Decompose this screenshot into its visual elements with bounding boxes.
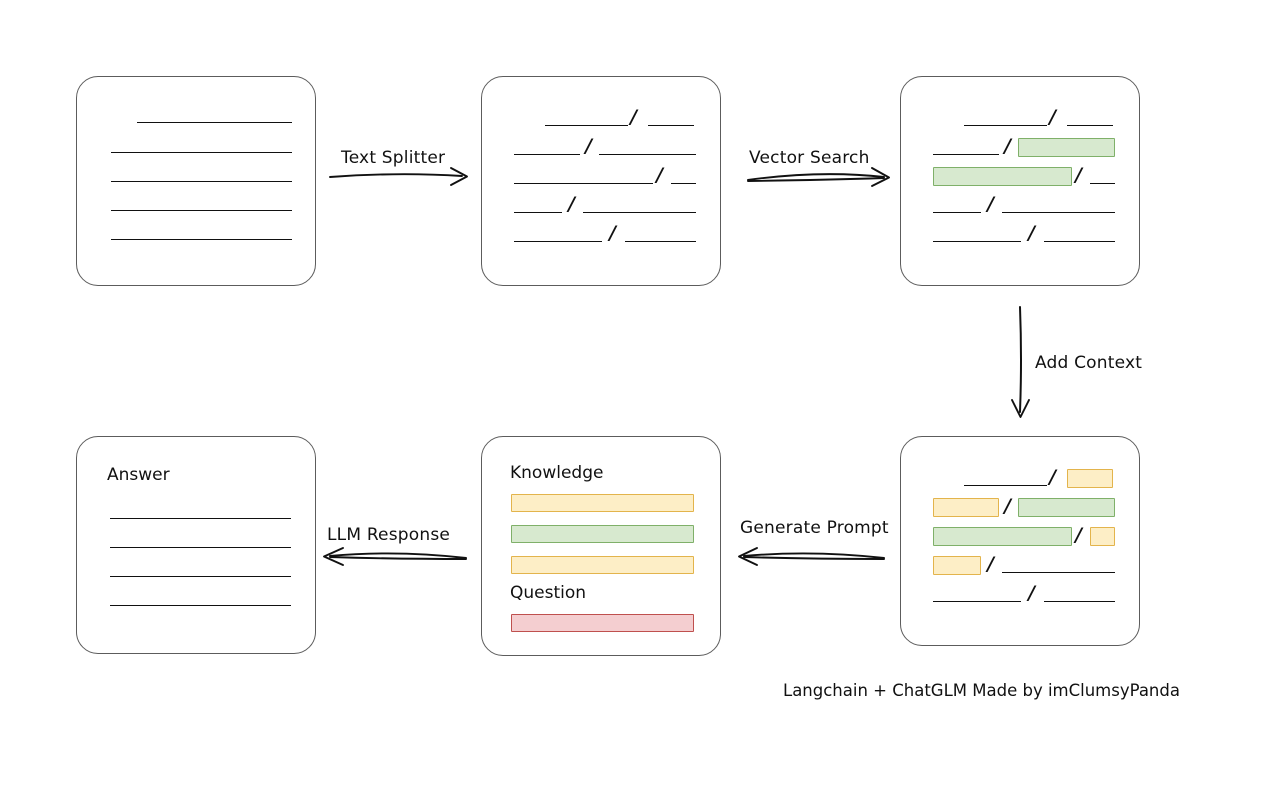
generated-prompt-node[interactable]: Knowledge Question	[481, 436, 721, 656]
question-label: Question	[510, 583, 587, 603]
context-chunk-highlight	[1067, 469, 1113, 488]
chunk-separator: /	[1049, 466, 1056, 488]
doc-line-segment	[1002, 212, 1115, 213]
vector-matched-chunks-node[interactable]: / / / / /	[900, 76, 1140, 286]
document-lines	[77, 437, 315, 653]
doc-line	[110, 547, 291, 548]
knowledge-bar	[511, 494, 694, 512]
doc-line-segment	[514, 241, 602, 242]
doc-line	[111, 152, 292, 153]
chunk-separator: /	[1028, 582, 1035, 604]
matched-chunk-highlight	[1018, 498, 1115, 517]
doc-line-segment	[933, 601, 1021, 602]
chunk-separator: /	[630, 106, 637, 128]
chunk-separator: /	[568, 193, 575, 215]
footer-credit: Langchain + ChatGLM Made by imClumsyPand…	[783, 681, 1180, 700]
edge-label-text-splitter: Text Splitter	[341, 148, 446, 168]
doc-line	[110, 518, 291, 519]
matched-chunk-highlight	[933, 167, 1072, 186]
doc-line-segment	[1090, 183, 1115, 184]
doc-line-segment	[933, 154, 999, 155]
document-lines: / / / / /	[482, 77, 720, 285]
doc-line-segment	[1044, 241, 1115, 242]
text-splitter-arrow	[329, 167, 468, 186]
doc-line-segment	[514, 154, 580, 155]
doc-line-segment	[964, 125, 1047, 126]
doc-line	[110, 576, 291, 577]
doc-line	[111, 181, 292, 182]
chunk-separator: /	[1075, 524, 1082, 546]
matched-chunk-highlight	[1018, 138, 1115, 157]
context-chunk-highlight	[933, 498, 999, 517]
answer-title: Answer	[107, 465, 170, 485]
doc-line-segment	[625, 241, 696, 242]
chunk-separator: /	[1075, 164, 1082, 186]
llm-response-arrow	[323, 547, 467, 566]
doc-line-segment	[1002, 572, 1115, 573]
document-lines: / / / / /	[901, 77, 1139, 285]
doc-line-segment	[545, 125, 628, 126]
chunk-separator: /	[609, 222, 616, 244]
edge-label-add-context: Add Context	[1035, 353, 1143, 373]
doc-line-segment	[583, 212, 696, 213]
chunk-separator: /	[987, 193, 994, 215]
add-context-arrow	[1011, 306, 1030, 418]
split-chunks-node[interactable]: / / / / /	[481, 76, 721, 286]
doc-line-segment	[964, 485, 1047, 486]
chunk-separator: /	[987, 553, 994, 575]
matched-chunk-highlight	[933, 527, 1072, 546]
question-bar	[511, 614, 694, 632]
vector-search-arrow	[747, 167, 890, 187]
chunk-separator: /	[1028, 222, 1035, 244]
doc-line-segment	[514, 183, 653, 184]
source-document-node[interactable]	[76, 76, 316, 286]
doc-line	[111, 239, 292, 240]
doc-line-segment	[599, 154, 696, 155]
doc-line	[110, 605, 291, 606]
doc-line-segment	[1044, 601, 1115, 602]
chunk-separator: /	[1004, 135, 1011, 157]
document-lines	[77, 77, 315, 285]
chunk-separator: /	[1004, 495, 1011, 517]
context-with-question-node[interactable]: / / / / /	[900, 436, 1140, 646]
context-chunk-highlight	[933, 556, 981, 575]
edge-label-generate-prompt: Generate Prompt	[740, 518, 889, 538]
doc-line-segment	[933, 241, 1021, 242]
chunk-separator: /	[585, 135, 592, 157]
edge-label-llm-response: LLM Response	[327, 525, 451, 545]
answer-node[interactable]: Answer	[76, 436, 316, 654]
knowledge-label: Knowledge	[510, 463, 604, 483]
edge-label-vector-search: Vector Search	[749, 148, 870, 168]
chunk-separator: /	[656, 164, 663, 186]
doc-line-segment	[648, 125, 694, 126]
generate-prompt-arrow	[738, 547, 885, 566]
knowledge-bar	[511, 525, 694, 543]
doc-line	[111, 210, 292, 211]
doc-line-segment	[514, 212, 562, 213]
context-chunk-highlight	[1090, 527, 1115, 546]
document-lines: / / / / /	[901, 437, 1139, 645]
doc-line-segment	[1067, 125, 1113, 126]
doc-line	[137, 122, 292, 123]
knowledge-bar	[511, 556, 694, 574]
doc-line-segment	[671, 183, 696, 184]
chunk-separator: /	[1049, 106, 1056, 128]
doc-line-segment	[933, 212, 981, 213]
